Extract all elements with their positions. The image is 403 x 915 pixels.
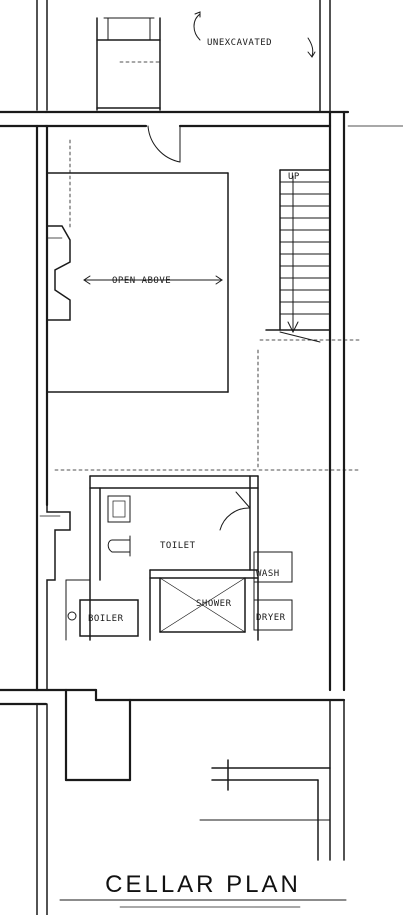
left-chimney bbox=[46, 225, 71, 321]
drawing-title: CELLAR PLAN bbox=[105, 871, 301, 898]
dryer-label: DRYER bbox=[256, 613, 286, 623]
top-walls bbox=[36, 0, 331, 113]
boiler-label: BOILER bbox=[88, 614, 124, 624]
left-wall-notch bbox=[39, 504, 71, 691]
top-door bbox=[147, 125, 181, 163]
unexcavated-note bbox=[193, 11, 316, 58]
shower-label: SHOWER bbox=[196, 599, 232, 609]
toilet-label: TOILET bbox=[160, 541, 196, 551]
bottom-walls bbox=[0, 688, 346, 915]
open-above-void bbox=[46, 172, 229, 393]
unexcavated-label: UNEXCAVATED bbox=[207, 38, 272, 48]
outer-walls bbox=[0, 110, 403, 692]
boiler-area bbox=[65, 579, 139, 641]
stair-up-label: UP bbox=[288, 172, 300, 182]
bathroom-block bbox=[89, 475, 293, 641]
wash-label: WASH bbox=[256, 569, 280, 579]
construction-lines bbox=[54, 139, 361, 471]
stair bbox=[259, 169, 361, 343]
open-above-label: OPEN ABOVE bbox=[112, 276, 171, 286]
